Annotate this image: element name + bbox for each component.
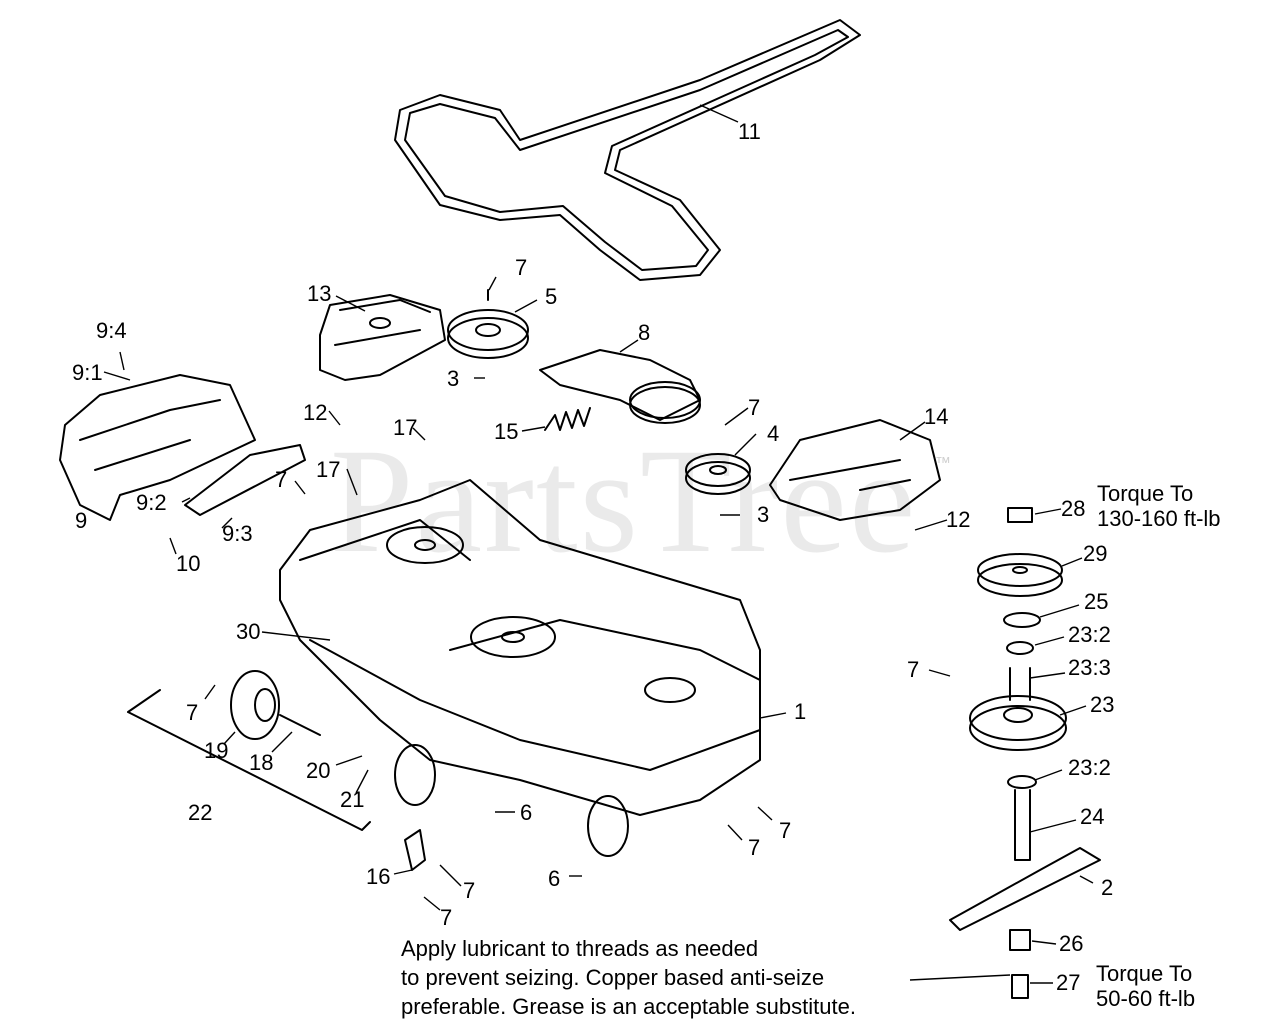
callout-6-b: 6 [548,866,561,891]
callout-19: 19 [204,738,229,763]
callout-1: 1 [794,699,807,724]
callout-7-i: 7 [440,905,453,930]
callout-9-1: 9:1 [72,360,103,385]
callout-2: 2 [1101,875,1114,900]
bearing-23-2-bottom [1007,775,1037,789]
callout-7-f: 7 [779,818,792,843]
belt-cover-14 [769,419,941,521]
callout-7-b: 7 [275,467,288,492]
callout-15: 15 [494,419,519,444]
front-wheel-right [587,795,629,857]
callout-21: 21 [340,787,365,812]
pulley-5 [447,289,529,359]
trademark-symbol: ™ [935,455,951,472]
callout-7-d: 7 [907,657,920,682]
side-cover-9 [59,374,306,521]
bearing-23-2-top [1006,641,1034,655]
spacer-23-3 [1009,667,1031,701]
callout-23-3: 23:3 [1068,655,1111,680]
torque-top-line2: 130-160 ft-lb [1097,506,1221,532]
bracket-16 [404,829,426,871]
callout-28: 28 [1061,496,1086,521]
spindle-assembly-23 [969,695,1067,751]
callout-9-3: 9:3 [222,521,253,546]
callout-16: 16 [366,864,391,889]
callout-13: 13 [307,281,332,306]
callout-14: 14 [924,404,949,429]
callout-11: 11 [738,119,761,144]
belt-cover-13 [319,294,446,381]
note-line1: Apply lubricant to threads as needed [401,936,759,961]
callout-23-2-a: 23:2 [1068,622,1111,647]
mower-deck-1 [279,479,761,816]
callout-20: 20 [306,758,331,783]
hub-26 [1009,929,1031,951]
spring-15 [544,407,591,431]
callout-10: 10 [176,551,201,576]
washer-25 [1003,612,1041,628]
pulley-4 [685,453,751,495]
callout-5: 5 [545,284,558,309]
callout-24: 24 [1080,804,1105,829]
caster-wheel-19 [230,670,321,740]
callout-7-a: 7 [515,255,528,280]
torque-spec-top: Torque To 130-160 ft-lb [1097,481,1221,532]
callout-3-a: 3 [447,366,460,391]
leader-lines [103,104,1094,984]
callout-9: 9 [75,508,88,533]
torque-bottom-line1: Torque To [1096,961,1193,986]
callout-12-b: 12 [946,507,971,532]
callout-7-g: 7 [748,835,761,860]
callout-25: 25 [1084,589,1109,614]
callout-23-2-b: 23:2 [1068,755,1111,780]
lubricant-note: Apply lubricant to threads as needed to … [401,934,856,1021]
callout-4: 4 [767,421,780,446]
bracket-22 [127,689,371,831]
callout-27: 27 [1056,970,1081,995]
callout-7-c: 7 [748,395,761,420]
callout-9-4: 9:4 [96,318,127,343]
callout-22: 22 [188,800,213,825]
torque-top-line1: Torque To [1097,481,1194,506]
blade-2 [949,847,1101,931]
callout-3-b: 3 [757,502,770,527]
spindle-shaft-24 [1014,789,1031,861]
pulley-29 [977,553,1063,597]
drive-belt [394,19,861,281]
callout-7-h: 7 [463,878,476,903]
callout-29: 29 [1083,541,1108,566]
callout-12-a: 12 [303,400,328,425]
note-line3: preferable. Grease is an acceptable subs… [401,994,856,1020]
callout-18: 18 [249,750,274,775]
torque-spec-bottom: Torque To 50-60 ft-lb [1096,961,1195,1012]
callout-23: 23 [1090,692,1115,717]
callout-7-e: 7 [186,700,199,725]
callout-17-a: 17 [393,415,418,440]
front-wheel-left [394,744,436,806]
callout-9-2: 9:2 [136,490,167,515]
torque-bottom-line2: 50-60 ft-lb [1096,986,1196,1012]
callout-30: 30 [236,619,261,644]
note-line2: to prevent seizing. Copper based anti-se… [401,965,825,991]
callout-8: 8 [638,320,651,345]
callout-26: 26 [1059,931,1084,956]
bolt-27 [1011,974,1029,999]
idler-arm-8 [539,349,701,424]
callout-6-a: 6 [520,800,533,825]
callout-17-b: 17 [316,457,341,482]
nut-28 [1007,507,1033,523]
